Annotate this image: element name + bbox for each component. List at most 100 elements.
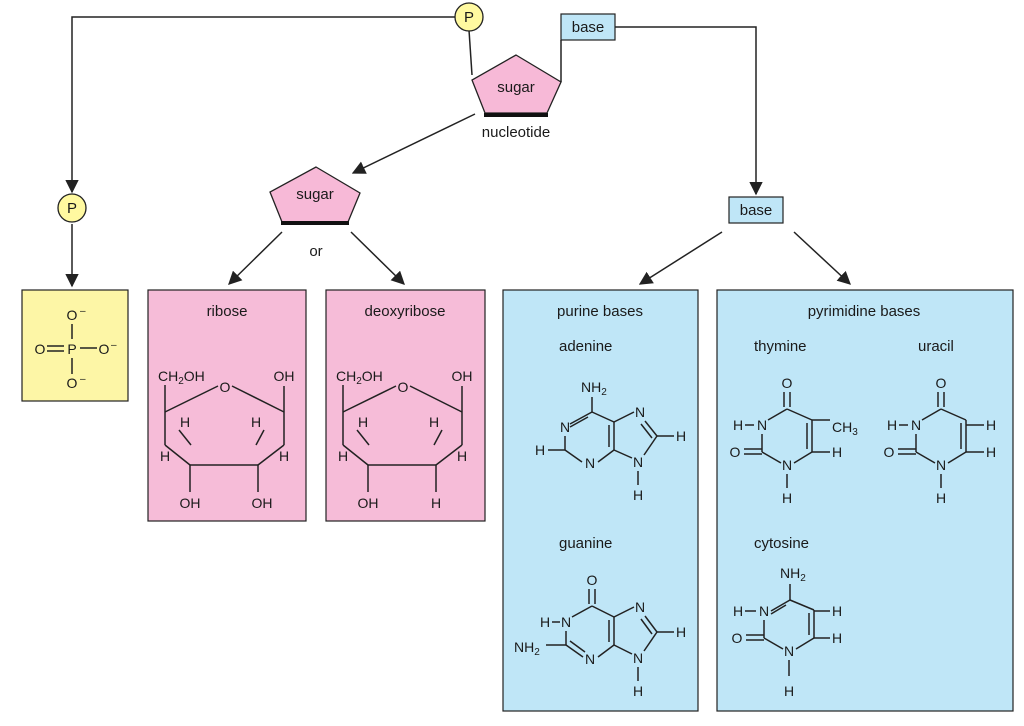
p-sugar-bond — [468, 29, 473, 76]
guanine-bond-n9-c4 — [613, 644, 633, 655]
phosphate-o-bottom: O — [67, 375, 78, 391]
ribose-oh-right: OH — [274, 368, 295, 384]
base-box — [728, 196, 784, 224]
uracil-structure: O H N O N H H H — [884, 375, 997, 506]
arrow-to-ribose — [228, 231, 283, 285]
guanine-h-n1: H — [540, 614, 550, 630]
thymine-o-top: O — [782, 375, 793, 391]
uracil-h-right-top: H — [986, 417, 996, 433]
pyrimidine-title: pyrimidine bases — [808, 303, 921, 320]
deoxyribose-h3: H — [338, 448, 348, 464]
uracil-bond-c5-c4 — [940, 408, 967, 421]
ribose-h4: H — [279, 448, 289, 464]
deoxyribose-ring-o: O — [398, 379, 409, 395]
guanine-n9: N — [633, 650, 643, 666]
thymine-bond-c4-n3 — [767, 408, 788, 421]
phosphate-circle — [57, 193, 87, 223]
guanine-bond-c2-n3-double — [569, 640, 586, 653]
deoxyribose-bond-c3 — [342, 444, 369, 466]
nucleotide-sugar-label: sugar — [497, 79, 535, 96]
phosphate-o-top: O — [67, 307, 78, 323]
ribose-title: ribose — [207, 303, 248, 320]
deoxyribose-bond-c2 — [435, 444, 463, 466]
phosphate-o-bottom-charge: – — [80, 374, 86, 385]
phosphate-o-right: O — [99, 341, 110, 357]
adenine-nh2: NH2 — [581, 379, 607, 398]
arrow-to-purines — [638, 231, 723, 285]
ribose-bond-h1 — [178, 429, 192, 446]
arrow-to-base — [615, 26, 763, 196]
guanine-h-bottom: H — [633, 683, 643, 699]
adenine-bond-c5-c6 — [591, 411, 615, 423]
adenine-bond-c2-n3 — [564, 449, 583, 463]
deoxyribose-box — [325, 289, 486, 522]
phosphate-p: P — [67, 341, 76, 357]
uracil-n3: N — [911, 417, 921, 433]
base-branch: base purine bases adenine guanine pyrimi… — [502, 196, 1014, 712]
deoxyribose-title: deoxyribose — [365, 303, 446, 320]
sugar-branch: sugar or ribose CH2OH O OH H H H H OH — [147, 166, 486, 522]
phosphate-structure: O – O P O – O – — [35, 306, 117, 391]
thymine-o-left: O — [730, 444, 741, 460]
cytosine-h-n3: H — [733, 603, 743, 619]
guanine-o: O — [587, 572, 598, 588]
deoxyribose-h4: H — [457, 448, 467, 464]
thymine-n3: N — [757, 417, 767, 433]
guanine-bond-n7-c8 — [644, 615, 658, 633]
or-label: or — [309, 243, 322, 260]
pyrimidine-box — [716, 289, 1014, 712]
purine-box — [502, 289, 699, 712]
ribose-h3: H — [160, 448, 170, 464]
thymine-h-bottom: H — [782, 490, 792, 506]
phosphate-o-left: O — [35, 341, 46, 357]
ribose-bond-c4-o — [164, 385, 219, 413]
adenine-bond-n9-c4 — [613, 449, 633, 459]
thymine-h-right: H — [832, 444, 842, 460]
adenine-h-bottom: H — [633, 487, 643, 503]
adenine-bond-c6-n1-double — [569, 416, 589, 428]
thymine-h-n3: H — [733, 417, 743, 433]
ribose-oh-bottom-left: OH — [180, 495, 201, 511]
sugar-label: sugar — [296, 186, 334, 203]
ribose-oh-bottom-right: OH — [252, 495, 273, 511]
uracil-h-right-bottom: H — [986, 444, 996, 460]
ribose-bond-c2 — [257, 444, 285, 466]
adenine-n9: N — [633, 454, 643, 470]
guanine-h-right: H — [676, 624, 686, 640]
uracil-h-bottom: H — [936, 490, 946, 506]
uracil-o-top: O — [936, 375, 947, 391]
ribose-h2: H — [251, 414, 261, 430]
ribose-box — [147, 289, 307, 522]
adenine-h-right: H — [676, 428, 686, 444]
deoxyribose-ch2oh: CH2OH — [336, 368, 383, 387]
adenine-bond-n7-c8-double — [640, 423, 653, 439]
cytosine-n3: N — [759, 603, 769, 619]
deoxyribose-bond-o-c1 — [409, 385, 463, 413]
guanine-bond-c6-n1 — [571, 605, 593, 618]
ribose-structure: CH2OH O OH H H H H OH OH — [158, 368, 295, 511]
uracil-label: uracil — [918, 338, 954, 355]
deoxyribose-bond-h2 — [433, 429, 443, 446]
thymine-structure: O H N O N H CH3 H — [730, 375, 859, 506]
adenine-bond-n3-c4 — [597, 449, 615, 463]
ribose-bond-o-c1 — [231, 385, 285, 413]
cytosine-h-right-top: H — [832, 603, 842, 619]
nucleotide-phosphate-label: P — [464, 9, 474, 26]
ribose-ch2oh: CH2OH — [158, 368, 205, 387]
uracil-bond-c4-n3 — [921, 408, 942, 421]
guanine-nh2: NH2 — [514, 639, 540, 658]
purine-title: purine bases — [557, 303, 643, 320]
adenine-n7: N — [635, 404, 645, 420]
adenine-n3: N — [585, 455, 595, 471]
arrow-to-deoxyribose — [350, 231, 405, 285]
guanine-bond-c5-c6 — [591, 605, 615, 618]
adenine-bond-c8-n9 — [643, 435, 658, 456]
nucleotide-caption: nucleotide — [482, 124, 550, 141]
cytosine-o-left: O — [732, 630, 743, 646]
thymine-bond-c5-c4 — [786, 408, 813, 421]
deoxyribose-structure: CH2OH O OH H H H H OH H — [336, 368, 473, 511]
guanine-bond-c2-n3 — [565, 644, 584, 658]
cytosine-bond-c2-n1 — [763, 637, 784, 650]
adenine-label: adenine — [559, 338, 612, 355]
